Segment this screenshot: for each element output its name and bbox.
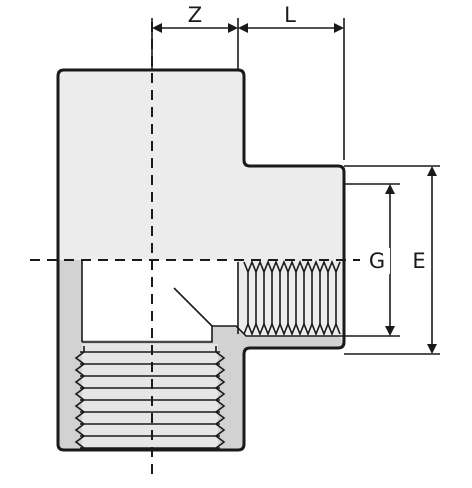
dimension-z-label: Z bbox=[188, 3, 202, 27]
dimension-l bbox=[238, 18, 345, 160]
center-lines bbox=[30, 22, 360, 478]
lower-threaded-port bbox=[82, 344, 218, 450]
dimension-e-label: E bbox=[412, 249, 425, 273]
lower-port-threads bbox=[74, 346, 226, 449]
dimension-z bbox=[151, 18, 239, 70]
dimension-l-label: L bbox=[284, 3, 296, 27]
side-port-threads bbox=[237, 259, 341, 337]
fitting-outline bbox=[56, 68, 346, 452]
bore-edges bbox=[81, 260, 344, 343]
dimension-e bbox=[344, 165, 440, 355]
inner-bore bbox=[82, 260, 238, 340]
dimension-g-label: G bbox=[369, 249, 385, 273]
